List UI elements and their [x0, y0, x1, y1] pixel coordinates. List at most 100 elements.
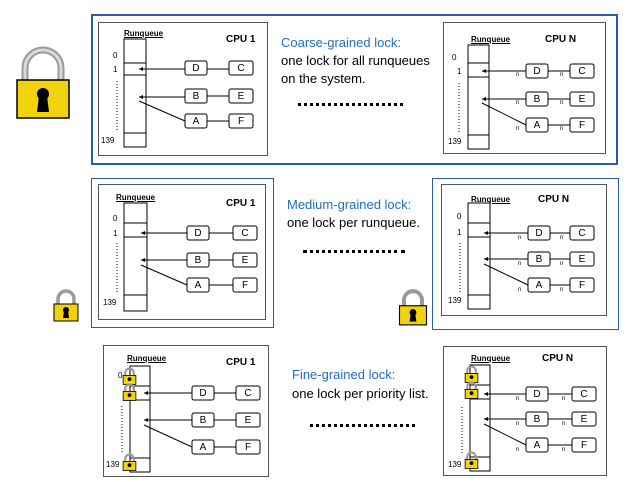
- cpuN-medium-frame: [432, 178, 619, 330]
- task-c: C: [580, 389, 588, 400]
- task-c: C: [241, 228, 249, 239]
- task-d: D: [535, 228, 543, 239]
- index-label: 139: [448, 460, 462, 469]
- task-c: C: [237, 63, 245, 74]
- padlock-icon: [464, 381, 479, 399]
- ellipsis-dots: [310, 424, 415, 427]
- task-e: E: [578, 254, 586, 265]
- cpu1-runqueue-panel: Runqueue CPU 1 0 1 139 D C B E A F: [98, 184, 266, 320]
- padlock-icon: [464, 365, 479, 383]
- padlock-icon: [53, 289, 79, 322]
- n-label: n: [560, 261, 564, 267]
- task-d: D: [199, 388, 207, 399]
- task-b: B: [533, 94, 541, 105]
- runqueue-diagram: [458, 44, 595, 150]
- task-f: F: [580, 440, 588, 451]
- task-f: F: [237, 116, 245, 127]
- task-b: B: [199, 415, 207, 426]
- n-label: n: [562, 421, 566, 427]
- n-label: n: [518, 261, 522, 267]
- task-a: A: [199, 442, 207, 453]
- index-label: 1: [457, 228, 462, 237]
- n-label: n: [560, 100, 564, 106]
- fine-grained-title: Fine-grained lock:: [292, 367, 396, 382]
- fine-grained-line: one lock per priority list.: [292, 386, 429, 401]
- task-a: A: [535, 280, 543, 291]
- ellipsis-dots: [298, 103, 403, 106]
- task-e: E: [244, 415, 252, 426]
- index-label: 139: [448, 137, 462, 146]
- n-label: n: [516, 396, 520, 402]
- runqueue-label: Runqueue: [471, 354, 511, 363]
- runqueue-label: Runqueue: [127, 354, 167, 363]
- task-e: E: [578, 94, 586, 105]
- task-e: E: [241, 255, 249, 266]
- runqueue-label: Runqueue: [124, 29, 164, 38]
- task-a: A: [194, 280, 202, 291]
- index-label: 139: [103, 298, 117, 307]
- cpu-label: CPU 1: [226, 198, 256, 209]
- padlock-icon: [398, 289, 428, 326]
- task-e: E: [237, 91, 245, 102]
- task-c: C: [244, 388, 252, 399]
- task-b: B: [192, 91, 200, 102]
- cpu-label: CPU 1: [226, 357, 256, 368]
- n-label: n: [516, 126, 520, 132]
- task-c: C: [578, 228, 586, 239]
- cpu1-medium-frame: [91, 178, 274, 328]
- index-label: 139: [448, 296, 462, 305]
- task-a: A: [192, 116, 200, 127]
- index-label: 139: [106, 460, 120, 469]
- coarse-grained-frame: [91, 14, 618, 165]
- index-label: 1: [113, 229, 118, 238]
- runqueue-label: Runqueue: [471, 195, 511, 204]
- n-label: n: [560, 126, 564, 132]
- n-label: n: [516, 447, 520, 453]
- padlock-icon: [122, 367, 137, 385]
- n-label: n: [560, 72, 564, 78]
- index-label: 0: [113, 214, 118, 223]
- n-label: n: [516, 72, 520, 78]
- task-f: F: [578, 120, 586, 131]
- index-label: 0: [457, 212, 462, 221]
- task-b: B: [535, 254, 543, 265]
- task-d: D: [194, 228, 202, 239]
- padlock-icon: [464, 451, 479, 469]
- runqueue-label: Runqueue: [471, 35, 511, 44]
- cpu-label: CPU N: [538, 194, 570, 205]
- cpu-label: CPU 1: [226, 34, 256, 45]
- cpuN-runqueue-panel: Runqueue CPU N 0 1 139 D C B E A F n n n…: [443, 22, 606, 154]
- cpu1-runqueue-panel: Runqueue CPU 1 0 1 139 D C B E A F: [98, 22, 268, 156]
- n-label: n: [518, 287, 522, 293]
- medium-grained-title: Medium-grained lock:: [287, 197, 412, 212]
- index-label: 1: [113, 65, 118, 74]
- task-e: E: [580, 414, 588, 425]
- runqueue-label: Runqueue: [116, 193, 156, 202]
- n-label: n: [516, 421, 520, 427]
- task-b: B: [533, 414, 541, 425]
- cpu-label: CPU N: [545, 34, 577, 45]
- padlock-icon-large: [16, 46, 70, 119]
- coarse-grained-line: on the system.: [281, 71, 366, 86]
- runqueue-diagram: [116, 202, 258, 312]
- index-label: 0: [452, 53, 457, 62]
- runqueue-diagram: [116, 38, 254, 148]
- cpu-label: CPU N: [542, 353, 574, 364]
- medium-grained-line: one lock per runqueue.: [287, 215, 420, 230]
- task-f: F: [578, 280, 586, 291]
- task-a: A: [533, 120, 541, 131]
- index-label: 139: [101, 136, 115, 145]
- index-label: 1: [457, 67, 462, 76]
- padlock-icon: [122, 383, 137, 401]
- task-d: D: [533, 66, 541, 77]
- task-f: F: [241, 280, 249, 291]
- padlock-icon: [122, 453, 137, 471]
- index-label: 0: [113, 51, 118, 60]
- ellipsis-dots: [303, 250, 405, 253]
- index-label: 0: [118, 371, 123, 380]
- task-c: C: [578, 66, 586, 77]
- task-a: A: [533, 440, 541, 451]
- task-f: F: [244, 442, 252, 453]
- n-label: n: [560, 235, 564, 241]
- n-label: n: [562, 447, 566, 453]
